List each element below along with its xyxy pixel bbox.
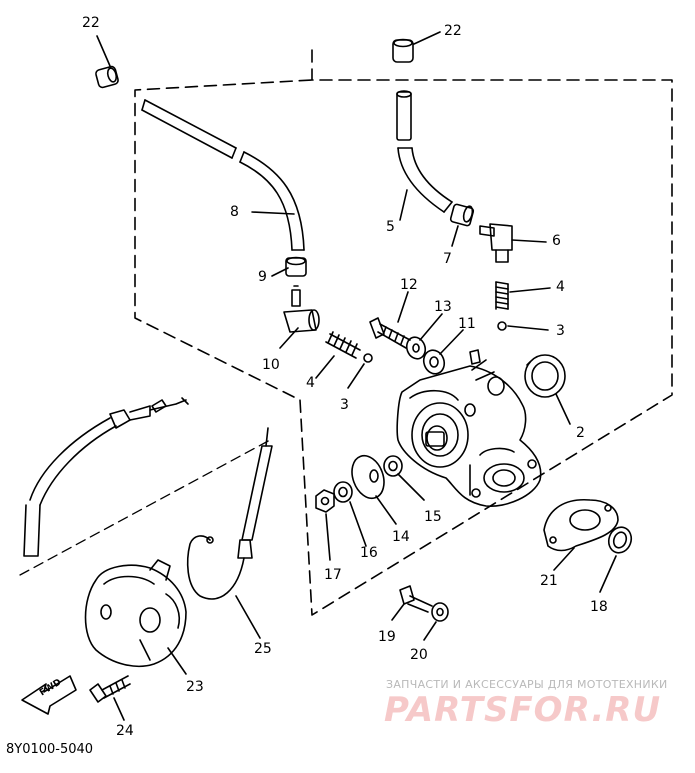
callout-21: 21	[540, 573, 558, 589]
ball-3-left	[363, 353, 373, 363]
callout-8: 8	[230, 204, 239, 220]
bolt-12	[369, 317, 411, 349]
callout-24: 24	[116, 723, 134, 739]
bolt-19	[399, 585, 433, 613]
callout-20: 20	[410, 647, 428, 663]
washer-15	[383, 455, 403, 477]
pump-housing	[396, 349, 542, 507]
callout-22-right: 22	[444, 23, 462, 39]
callout-16: 16	[360, 545, 378, 561]
callout-23: 23	[186, 679, 204, 695]
callout-6: 6	[552, 233, 561, 249]
disc-14	[351, 454, 385, 500]
assembly-boundary	[134, 49, 673, 616]
watermark-logo: PARTSFOR.RU	[384, 690, 662, 730]
callout-9: 9	[258, 269, 267, 285]
elbow-fitting-6	[479, 223, 513, 263]
callout-15: 15	[424, 509, 442, 525]
oil-seal-2	[524, 354, 566, 398]
hose-5	[396, 90, 453, 213]
cable-left	[23, 397, 189, 557]
gasket-21	[543, 498, 619, 552]
nut-22-right	[392, 38, 414, 63]
o-ring-18	[607, 526, 633, 554]
callout-12: 12	[400, 277, 418, 293]
ball-3-right	[497, 321, 507, 331]
nut-17	[315, 489, 335, 513]
callout-19: 19	[378, 629, 396, 645]
drawing-code: 8Y0100-5040	[6, 742, 94, 757]
nut-22-left	[95, 65, 119, 89]
callout-3-right: 3	[556, 323, 565, 339]
clamp-9	[285, 256, 307, 277]
callout-22-left: 22	[82, 15, 100, 31]
washer-13	[405, 336, 427, 360]
leader-lines	[96, 31, 617, 721]
clamp-7	[449, 203, 475, 227]
washer-11	[422, 349, 446, 375]
callout-7: 7	[443, 251, 452, 267]
callout-18: 18	[590, 599, 608, 615]
cable-25	[186, 427, 273, 600]
lower-divider-line	[19, 439, 271, 576]
washer-20	[431, 602, 449, 622]
callout-17: 17	[324, 567, 342, 583]
fwd-arrow-icon	[21, 675, 77, 715]
watermark-tagline: ЗАПЧАСТИ И АКСЕССУАРЫ ДЛЯ МОТОТЕХНИКИ	[386, 678, 668, 691]
callout-11: 11	[458, 316, 476, 332]
screw-24	[89, 675, 131, 703]
spring-4-left	[325, 331, 361, 359]
hose-8	[141, 99, 305, 251]
elbow-fitting-10	[283, 285, 320, 333]
cover-23	[84, 559, 187, 668]
callout-14: 14	[392, 529, 410, 545]
spring-4-right	[495, 281, 509, 310]
callout-13: 13	[434, 299, 452, 315]
callout-2: 2	[576, 425, 585, 441]
callout-5: 5	[386, 219, 395, 235]
washer-16	[333, 481, 353, 503]
callout-4-right: 4	[556, 279, 565, 295]
callout-3-left: 3	[340, 397, 349, 413]
callout-25: 25	[254, 641, 272, 657]
callout-10: 10	[262, 357, 280, 373]
callout-4-left: 4	[306, 375, 315, 391]
